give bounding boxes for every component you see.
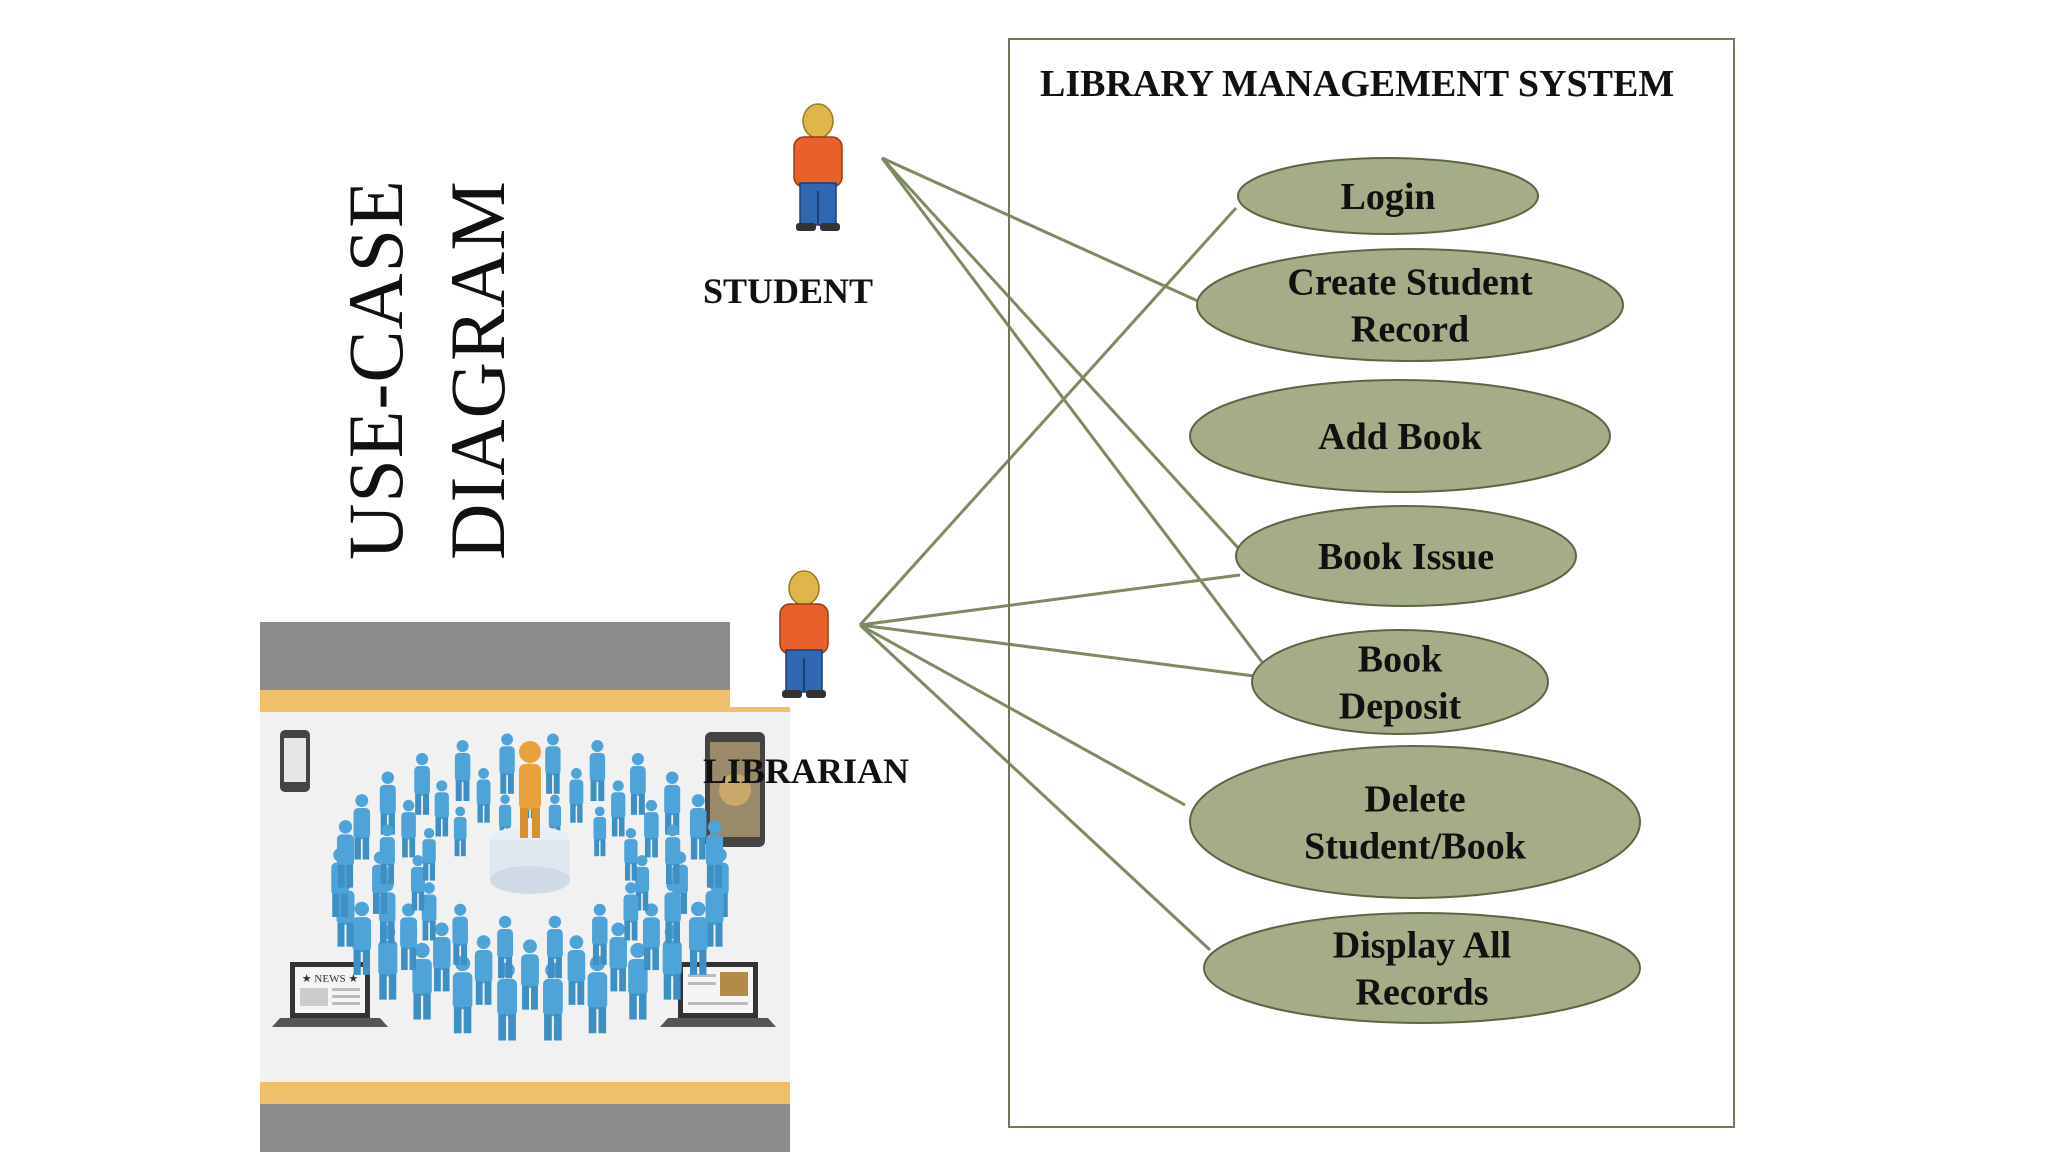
association-librarian-delete-student-book: [859, 623, 1186, 807]
person-figure: [452, 903, 468, 965]
person-figure: [611, 780, 626, 837]
person-figure: [422, 828, 436, 881]
use-case-label: Login: [1340, 176, 1435, 218]
tablet-icon: [705, 732, 765, 847]
person-figure: [433, 922, 451, 992]
association-librarian-display-all-records: [858, 623, 1212, 952]
frame-band-bottom: [260, 1082, 790, 1104]
association-student-book-deposit: [880, 157, 1264, 663]
person-figure: [336, 820, 355, 888]
person-figure: [569, 768, 584, 823]
actor-student-icon: [793, 103, 843, 231]
person-figure: [401, 799, 416, 858]
person-figure: [379, 771, 396, 835]
person-figure: [664, 771, 681, 835]
person-figure: [545, 733, 561, 794]
person-figure: [379, 824, 395, 885]
person-figure: [644, 799, 659, 858]
person-figure: [497, 915, 514, 979]
use-case-login: Login: [1237, 157, 1539, 235]
use-case-label: Record: [1351, 309, 1469, 351]
person-figure: [624, 828, 638, 881]
person-figure: [434, 780, 449, 837]
person-figure: [454, 739, 471, 802]
use-case-label: Create Student: [1287, 262, 1533, 304]
use-case-book-issue: Book Issue: [1235, 505, 1577, 607]
person-figure: [352, 901, 372, 975]
news-label: ★ NEWS ★: [302, 973, 359, 985]
person-figure: [665, 824, 681, 885]
system-title: LIBRARY MANAGEMENT SYSTEM: [1040, 63, 1675, 105]
person-figure: [689, 794, 707, 860]
person-figure: [521, 939, 539, 1010]
person-figure: [628, 942, 648, 1020]
person-figure: [592, 903, 608, 965]
use-case-ellipse: [1203, 912, 1641, 1024]
person-figure: [412, 942, 432, 1020]
person-figure: [499, 733, 515, 794]
association-librarian-book-deposit: [859, 623, 1255, 678]
person-figure: [623, 882, 639, 941]
person-figure: [634, 855, 650, 911]
person-figure: [421, 882, 437, 941]
actor-label-librarian: LIBRARIAN: [703, 751, 910, 791]
person-figure: [414, 753, 430, 815]
use-case-label: Book Issue: [1318, 536, 1494, 578]
system-boundary: [1008, 38, 1735, 1128]
library-illustration: ★ NEWS ★: [260, 622, 790, 1152]
association-student-create-student-record: [881, 156, 1201, 304]
use-case-add-book: Add Book: [1189, 379, 1611, 493]
association-librarian-login: [858, 206, 1238, 627]
use-case-ellipse: [1196, 248, 1624, 362]
use-case-label: Student/Book: [1304, 826, 1527, 868]
person-figure: [546, 915, 563, 979]
person-figure: [688, 901, 708, 975]
library-illustration-svg: ★ NEWS ★: [260, 622, 790, 1152]
use-case-label: Add Book: [1318, 416, 1483, 458]
phone-icon: [280, 730, 310, 792]
frame-band-top: [260, 690, 790, 712]
person-figure: [609, 922, 627, 992]
person-figure: [453, 806, 467, 857]
use-case-ellipse: [1251, 629, 1549, 735]
use-case-ellipse: [1237, 157, 1539, 235]
use-case-label: Display All: [1333, 925, 1511, 967]
association-student-book-issue: [880, 156, 1242, 552]
person-figure: [589, 739, 606, 802]
association-lines: [858, 156, 1264, 952]
person-figure: [410, 855, 426, 911]
use-case-label: Book: [1358, 639, 1443, 681]
use-case-ellipse: [1189, 379, 1611, 493]
leader-figure: [519, 741, 541, 838]
person-figure: [567, 935, 586, 1005]
person-figure: [353, 794, 371, 860]
use-case-label: Delete: [1364, 779, 1465, 821]
actor-label-student: STUDENT: [703, 271, 874, 311]
person-figure: [642, 903, 660, 971]
use-case-ellipse: [1189, 745, 1641, 899]
crowd-of-people: [331, 733, 729, 1041]
person-figure: [705, 820, 724, 888]
person-figure: [630, 753, 646, 815]
use-case-label: Deposit: [1339, 686, 1462, 728]
person-figure: [593, 806, 607, 857]
actor-librarian-icon: [779, 570, 829, 698]
association-librarian-book-issue: [859, 573, 1241, 627]
use-case-label: Records: [1356, 972, 1489, 1014]
person-figure: [474, 935, 493, 1005]
use-case-ellipse: [1235, 505, 1577, 607]
person-figure: [476, 768, 491, 823]
actor-figures: [779, 103, 843, 698]
